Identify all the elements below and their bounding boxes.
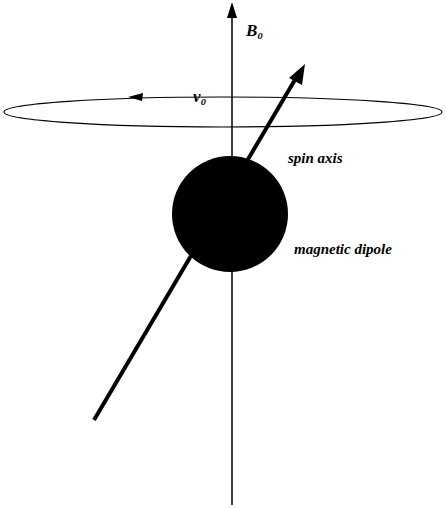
field-arrowhead	[227, 2, 237, 18]
dipole-label: magnetic dipole	[294, 241, 392, 258]
dipole-sphere	[172, 156, 288, 272]
frequency-label: ν₀	[193, 88, 206, 107]
spin-axis-line	[94, 78, 296, 420]
precession-orbit	[4, 97, 442, 127]
spin-axis-arrowhead	[289, 64, 305, 85]
orbit-arrowhead	[128, 93, 143, 101]
field-label: B₀	[246, 22, 263, 41]
spin-axis-label: spin axis	[288, 150, 343, 167]
